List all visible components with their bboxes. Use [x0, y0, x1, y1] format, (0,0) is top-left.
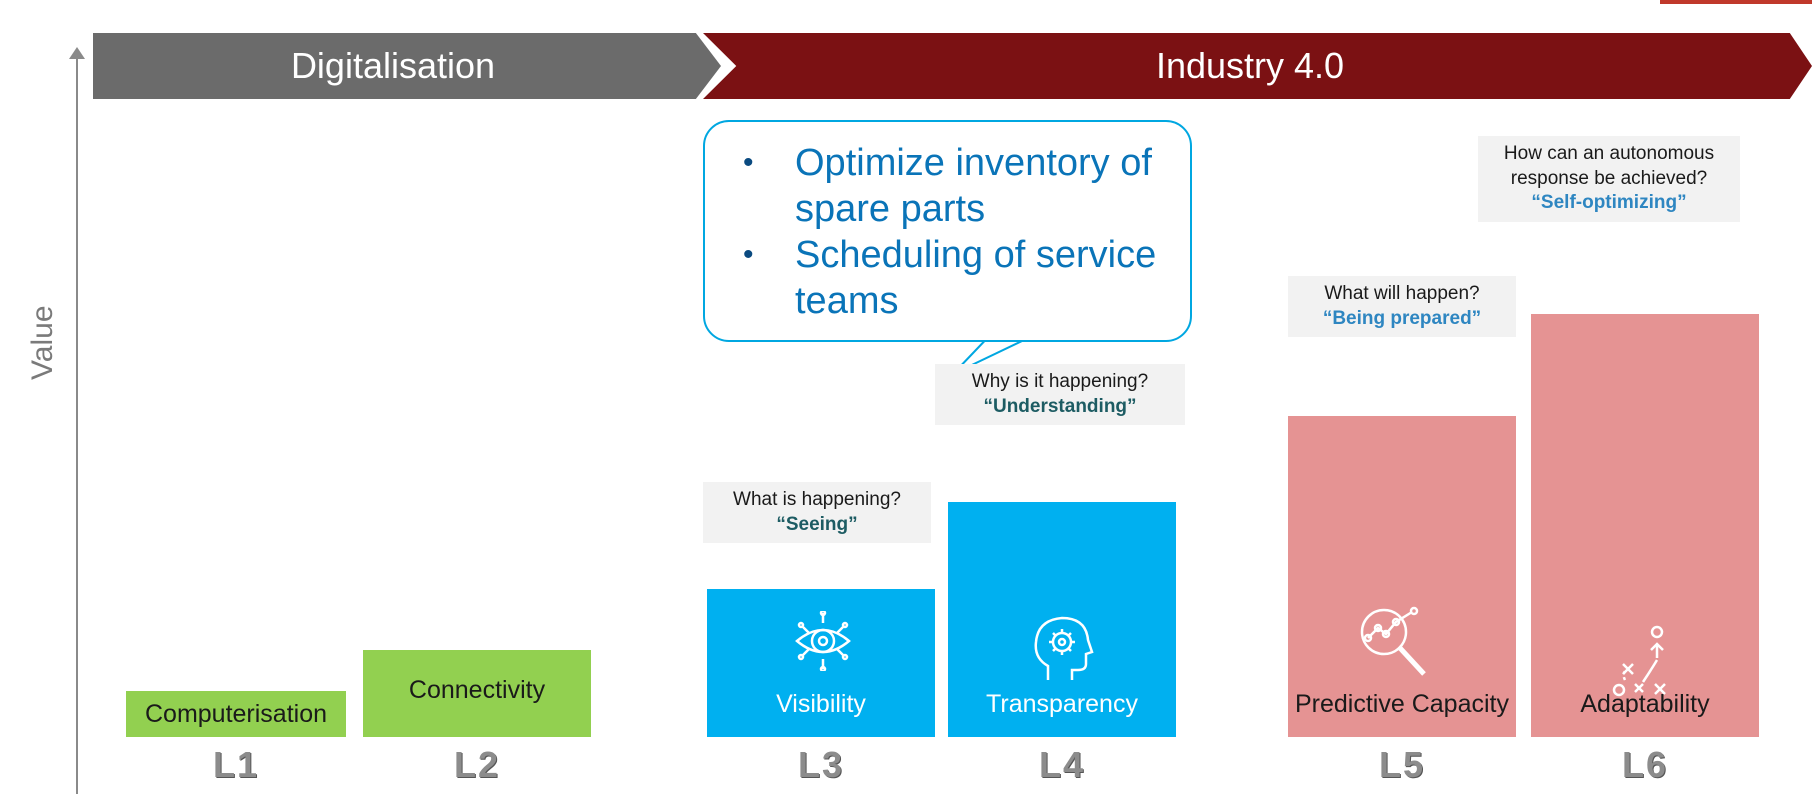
level-label-l3: L3: [797, 744, 844, 785]
question-quote: “Understanding”: [983, 395, 1137, 417]
question-text: What is happening?: [733, 489, 901, 510]
question-box-l6: How can an autonomous response be achiev…: [1478, 136, 1740, 223]
callout-bubble: •Optimize inventory of spare parts •Sche…: [703, 120, 1192, 342]
callout-list: •Optimize inventory of spare parts •Sche…: [705, 140, 1190, 324]
question-box-l3: What is happening? “Seeing”: [703, 482, 931, 544]
bullet-icon: •: [743, 146, 754, 179]
strategy-play-icon: [1612, 625, 1666, 697]
eye-circuit-icon: [795, 611, 851, 671]
question-quote: “Self-optimizing”: [1531, 192, 1687, 214]
level-label-l6: L6: [1621, 744, 1668, 785]
question-box-l5: What will happen? “Being prepared”: [1288, 276, 1516, 338]
y-axis-label: Value: [26, 305, 59, 380]
question-quote: “Being prepared”: [1322, 307, 1482, 329]
bar-label: Transparency: [986, 690, 1138, 719]
level-label-l5: L5: [1378, 744, 1425, 785]
digitalisation-phase-arrow: [93, 33, 721, 99]
industry-phase-arrow: [703, 33, 1812, 99]
level-label-l1: L1: [212, 744, 259, 785]
bar-label: Connectivity: [408, 676, 546, 705]
bar-label: Predictive Capacity: [1295, 690, 1509, 719]
y-axis-arrowhead: [69, 47, 85, 59]
bullet-icon: •: [743, 238, 754, 271]
magnifier-chart-icon: [1360, 606, 1426, 676]
bar-l3: Visibility: [707, 589, 935, 737]
question-text: How can an autonomous response be achiev…: [1503, 143, 1715, 189]
bar-label: Computerisation: [144, 700, 328, 729]
question-text: What will happen?: [1324, 283, 1480, 304]
callout-item: •Scheduling of service teams: [743, 234, 1157, 322]
bar-label: Adaptability: [1580, 690, 1710, 719]
question-box-l4: Why is it happening? “Understanding”: [935, 364, 1185, 426]
bar-label: Visibility: [776, 690, 866, 719]
bar-l1: Computerisation: [126, 691, 346, 737]
level-label-l4: L4: [1038, 744, 1085, 785]
bar-l6: Adaptability: [1531, 314, 1759, 737]
bar-l2: Connectivity: [363, 650, 591, 737]
head-gear-icon: [1034, 616, 1094, 680]
bar-l4: Transparency: [948, 502, 1176, 737]
y-axis-line: [76, 55, 78, 794]
corner-accent: [1660, 0, 1812, 4]
bar-l5: Predictive Capacity: [1288, 416, 1516, 737]
industry-phase-label: Industry 4.0: [1155, 45, 1345, 86]
question-text: Why is it happening?: [971, 371, 1149, 392]
question-quote: “Seeing”: [776, 513, 858, 535]
callout-item: •Optimize inventory of spare parts: [743, 142, 1152, 230]
level-label-l2: L2: [453, 744, 500, 785]
digitalisation-phase-label: Digitalisation: [290, 45, 496, 86]
